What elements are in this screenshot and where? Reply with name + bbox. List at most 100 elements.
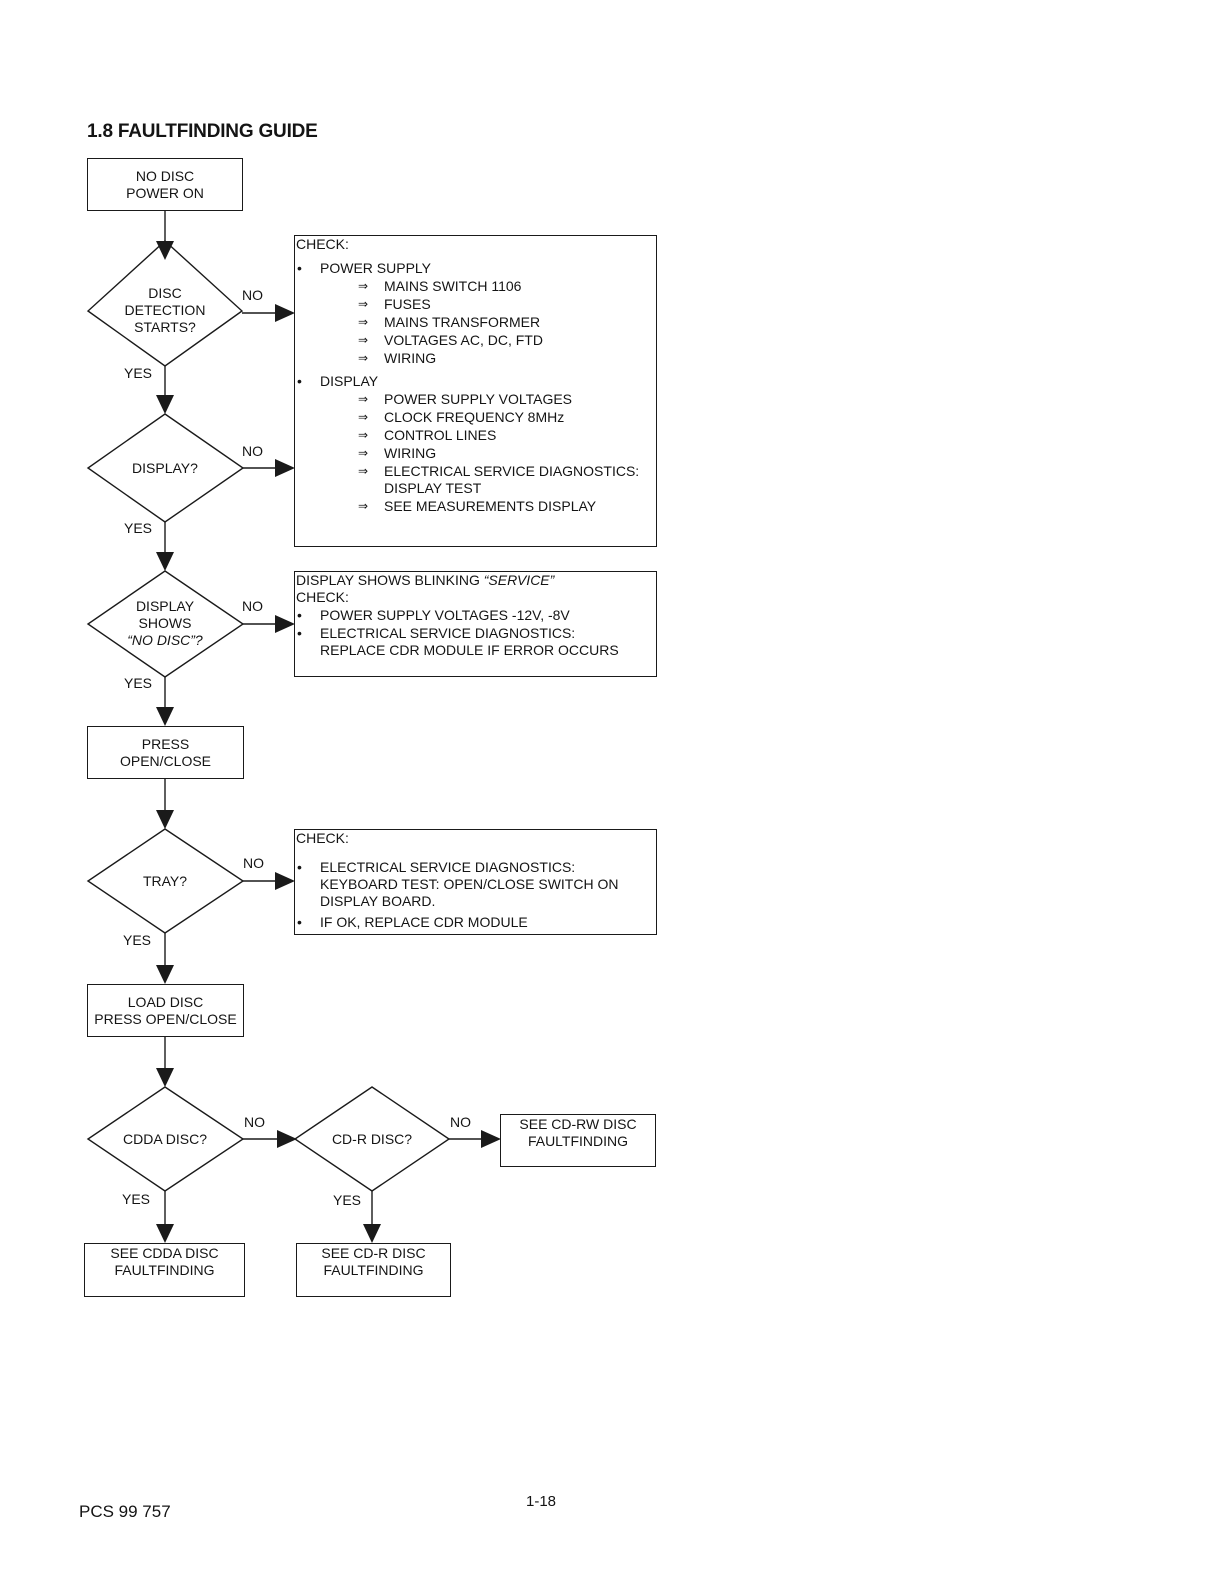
box-line: NO DISC bbox=[135, 167, 195, 184]
edge-label-yes: YES bbox=[122, 1191, 151, 1207]
arrowhead-down bbox=[156, 241, 174, 260]
arrow-icon: ⇒ bbox=[358, 315, 369, 329]
decision-cdda-disc: CDDA DISC? bbox=[105, 1129, 225, 1149]
bullet: • bbox=[297, 625, 302, 641]
arrowhead-right bbox=[481, 1130, 501, 1148]
check-line: DISPLAY BOARD. bbox=[320, 893, 436, 909]
check-line: ELECTRICAL SERVICE DIAGNOSTICS: bbox=[320, 625, 576, 641]
check-item: FUSES bbox=[384, 296, 431, 312]
check-item: SEE MEASUREMENTS DISPLAY bbox=[384, 498, 597, 514]
header-emphasis: “SERVICE” bbox=[483, 572, 555, 588]
check-item: CONTROL LINES bbox=[384, 427, 497, 443]
arrowhead-down bbox=[156, 1224, 174, 1243]
check-item: WIRING bbox=[384, 350, 437, 366]
decision-tray: TRAY? bbox=[105, 871, 225, 891]
check-section-label: POWER SUPPLY bbox=[320, 260, 431, 276]
decision-display: DISPLAY? bbox=[105, 458, 225, 478]
box-line: FAULTFINDING bbox=[114, 1262, 215, 1278]
edge-label-yes: YES bbox=[124, 520, 153, 536]
start-box-no-disc-power-on: NO DISC POWER ON bbox=[87, 158, 243, 211]
arrow-icon: ⇒ bbox=[358, 297, 369, 311]
box-line: POWER ON bbox=[126, 184, 204, 201]
check-line: REPLACE CDR MODULE IF ERROR OCCURS bbox=[320, 642, 619, 658]
edge-label-yes: YES bbox=[123, 932, 152, 948]
box-line: PRESS bbox=[141, 735, 190, 752]
check-header: DISPLAY SHOWS BLINKING “SERVICE” bbox=[296, 572, 554, 590]
edge-label-no: NO bbox=[242, 287, 263, 303]
header-text: DISPLAY SHOWS BLINKING bbox=[296, 572, 484, 588]
check-line: KEYBOARD TEST: OPEN/CLOSE SWITCH ON bbox=[320, 876, 619, 892]
bullet: • bbox=[297, 607, 302, 623]
check-item: MAINS TRANSFORMER bbox=[384, 314, 541, 330]
decision-disc-detection: DISC DETECTION STARTS? bbox=[105, 280, 225, 340]
decision-line: DISPLAY bbox=[135, 597, 195, 614]
bullet: • bbox=[297, 260, 302, 276]
edge-label-yes: YES bbox=[333, 1192, 362, 1208]
arrowhead-right bbox=[275, 872, 295, 890]
check-box-service-blinking: DISPLAY SHOWS BLINKING “SERVICE” CHECK: … bbox=[294, 571, 657, 677]
arrow-icon: ⇒ bbox=[358, 428, 369, 442]
decision-line: CD-R DISC? bbox=[331, 1130, 413, 1147]
check-section-label: DISPLAY bbox=[320, 373, 379, 389]
arrow-icon: ⇒ bbox=[358, 410, 369, 424]
decision-line: TRAY? bbox=[142, 872, 188, 889]
arrow-icon: ⇒ bbox=[358, 333, 369, 347]
box-line: FAULTFINDING bbox=[323, 1262, 424, 1278]
arrowhead-down bbox=[363, 1224, 381, 1243]
decision-line: CDDA DISC? bbox=[122, 1130, 208, 1147]
box-line: SEE CD-R DISC bbox=[321, 1245, 426, 1261]
box-line: LOAD DISC bbox=[127, 993, 204, 1010]
check-box-power-supply-display: CHECK: • POWER SUPPLY ⇒ MAINS SWITCH 110… bbox=[294, 235, 657, 547]
bullet: • bbox=[297, 373, 302, 389]
arrowhead-right bbox=[275, 459, 295, 477]
check-item: MAINS SWITCH 1106 bbox=[384, 278, 522, 294]
check-item: ELECTRICAL SERVICE DIAGNOSTICS: bbox=[384, 463, 640, 479]
box-see-cdr-disc-faultfinding: SEE CD-R DISC FAULTFINDING bbox=[296, 1243, 451, 1297]
box-line: SEE CD-RW DISC bbox=[519, 1116, 637, 1132]
arrowhead-down bbox=[156, 965, 174, 984]
edge-label-no: NO bbox=[242, 598, 263, 614]
arrow-icon: ⇒ bbox=[358, 446, 369, 460]
page-title: 1.8 FAULTFINDING GUIDE bbox=[87, 121, 318, 142]
arrowhead-right bbox=[277, 1130, 297, 1148]
arrow-icon: ⇒ bbox=[358, 464, 369, 478]
arrow-icon: ⇒ bbox=[358, 392, 369, 406]
edge-label-no: NO bbox=[450, 1114, 471, 1130]
edge-label-yes: YES bbox=[124, 675, 153, 691]
check-item: POWER SUPPLY VOLTAGES bbox=[384, 391, 573, 407]
arrowhead-down bbox=[156, 552, 174, 571]
check-item: CLOCK FREQUENCY 8MHz bbox=[384, 409, 565, 425]
edge-label-no: NO bbox=[244, 1114, 265, 1130]
arrowhead-down bbox=[156, 707, 174, 726]
decision-line: STARTS? bbox=[134, 318, 196, 335]
check-item: VOLTAGES AC, DC, FTD bbox=[384, 332, 543, 348]
bullet: • bbox=[297, 914, 302, 930]
box-line: PRESS OPEN/CLOSE bbox=[94, 1010, 237, 1027]
check-header: CHECK: bbox=[296, 830, 349, 846]
edge-label-no: NO bbox=[242, 443, 263, 459]
arrow-icon: ⇒ bbox=[358, 279, 369, 293]
box-line: FAULTFINDING bbox=[527, 1133, 629, 1149]
document-number: PCS 99 757 bbox=[79, 1502, 171, 1521]
box-press-open-close: PRESS OPEN/CLOSE bbox=[87, 726, 244, 779]
check-line: IF OK, REPLACE CDR MODULE bbox=[320, 914, 528, 930]
check-item-continuation: DISPLAY TEST bbox=[384, 480, 482, 496]
decision-line: DISPLAY? bbox=[132, 459, 198, 476]
box-see-cdda-disc-faultfinding: SEE CDDA DISC FAULTFINDING bbox=[84, 1243, 245, 1297]
arrowhead-down bbox=[156, 395, 174, 414]
check-item: WIRING bbox=[384, 445, 437, 461]
bullet: • bbox=[297, 859, 302, 875]
box-line: OPEN/CLOSE bbox=[119, 752, 212, 769]
edge-label-no: NO bbox=[243, 855, 264, 871]
page-number: 1-18 bbox=[526, 1493, 557, 1510]
arrow-icon: ⇒ bbox=[358, 499, 369, 513]
check-line: ELECTRICAL SERVICE DIAGNOSTICS: bbox=[320, 859, 576, 875]
decision-display-shows-no-disc: DISPLAY SHOWS “NO DISC”? bbox=[105, 597, 225, 649]
box-load-disc: LOAD DISC PRESS OPEN/CLOSE bbox=[87, 984, 244, 1037]
arrowhead-down bbox=[156, 1068, 174, 1087]
check-header: CHECK: bbox=[296, 236, 349, 252]
decision-line: DETECTION bbox=[124, 301, 206, 318]
decision-line: SHOWS bbox=[138, 614, 192, 631]
arrowhead-right bbox=[275, 615, 295, 633]
